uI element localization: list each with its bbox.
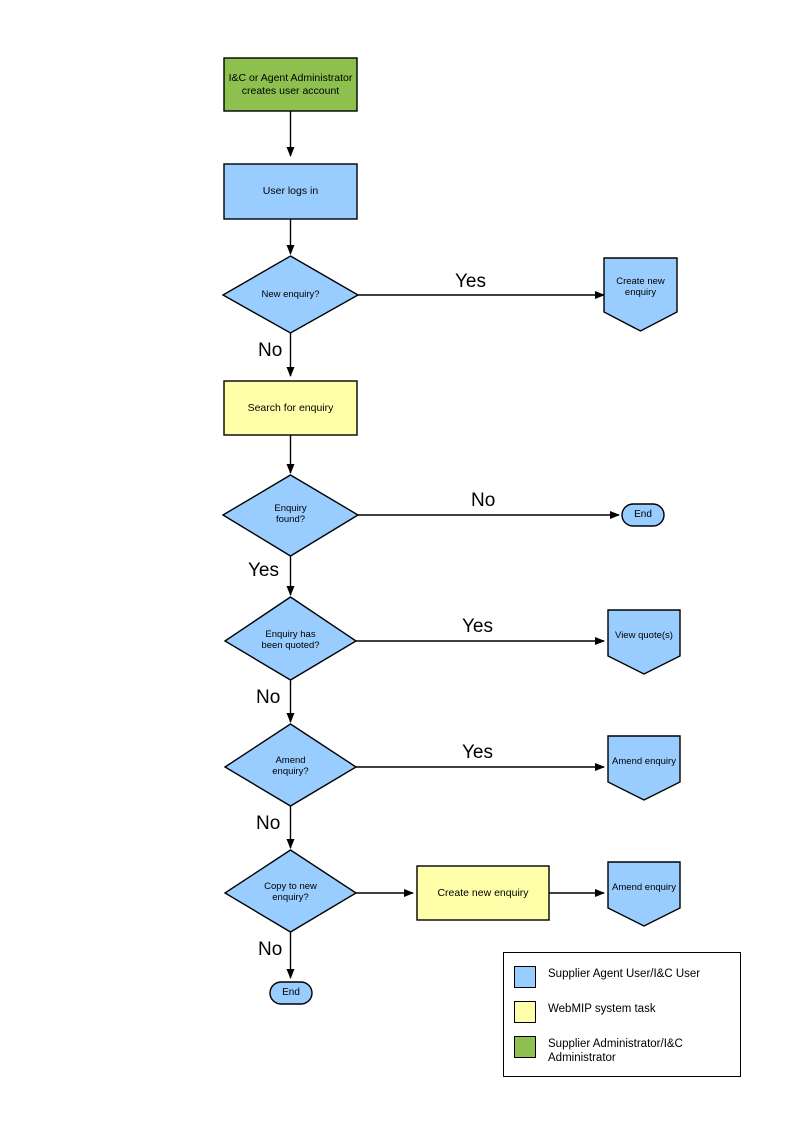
node-admin-creates-account[interactable] — [223, 57, 358, 112]
edge-label-enquiry-quoted-no: No — [256, 687, 281, 708]
legend-label-supplier-administrator: Supplier Administrator/I&C Administrator — [548, 1038, 683, 1065]
node-view-quotes[interactable] — [607, 609, 681, 675]
node-copy-to-new-enquiry-decision[interactable] — [223, 849, 358, 933]
node-amend-enquiry-decision[interactable] — [223, 723, 358, 807]
node-search-for-enquiry[interactable] — [223, 380, 358, 436]
node-user-logs-in[interactable] — [223, 163, 358, 220]
edge-label-enquiry-found-no: No — [471, 490, 496, 511]
node-create-new-enquiry-top[interactable] — [603, 257, 678, 332]
legend-label-webmip-system-task: WebMIP system task — [548, 1003, 656, 1015]
edge-label-amend-enquiry-yes: Yes — [462, 742, 493, 763]
node-enquiry-quoted-decision[interactable] — [223, 596, 358, 681]
legend: Supplier Agent User/I&C User WebMIP syst… — [503, 952, 741, 1077]
legend-item-supplier-administrator: Supplier Administrator/I&C Administrator — [514, 1036, 683, 1066]
node-new-enquiry-decision[interactable] — [221, 255, 360, 334]
node-end-final[interactable] — [269, 981, 313, 1005]
edge-label-enquiry-found-yes: Yes — [248, 560, 279, 581]
node-create-new-enquiry-bottom[interactable] — [416, 865, 550, 921]
connector-group — [286, 111, 620, 979]
legend-swatch-green — [514, 1036, 536, 1058]
edge-label-amend-enquiry-no: No — [256, 813, 281, 834]
edge-label-new-enquiry-yes: Yes — [455, 271, 486, 292]
legend-item-supplier-agent-user: Supplier Agent User/I&C User — [514, 966, 700, 988]
legend-swatch-blue — [514, 966, 536, 988]
legend-label-supplier-agent-user: Supplier Agent User/I&C User — [548, 968, 701, 980]
edge-label-enquiry-quoted-yes: Yes — [462, 616, 493, 637]
legend-item-webmip-system-task: WebMIP system task — [514, 1001, 656, 1023]
node-end-not-found[interactable] — [621, 503, 665, 527]
edge-label-new-enquiry-no: No — [258, 340, 283, 361]
node-enquiry-found-decision[interactable] — [221, 474, 360, 557]
node-amend-enquiry-action[interactable] — [607, 735, 681, 801]
node-amend-enquiry-copy[interactable] — [607, 861, 681, 927]
edge-label-copy-to-new-no: No — [258, 939, 283, 960]
legend-swatch-yellow — [514, 1001, 536, 1023]
